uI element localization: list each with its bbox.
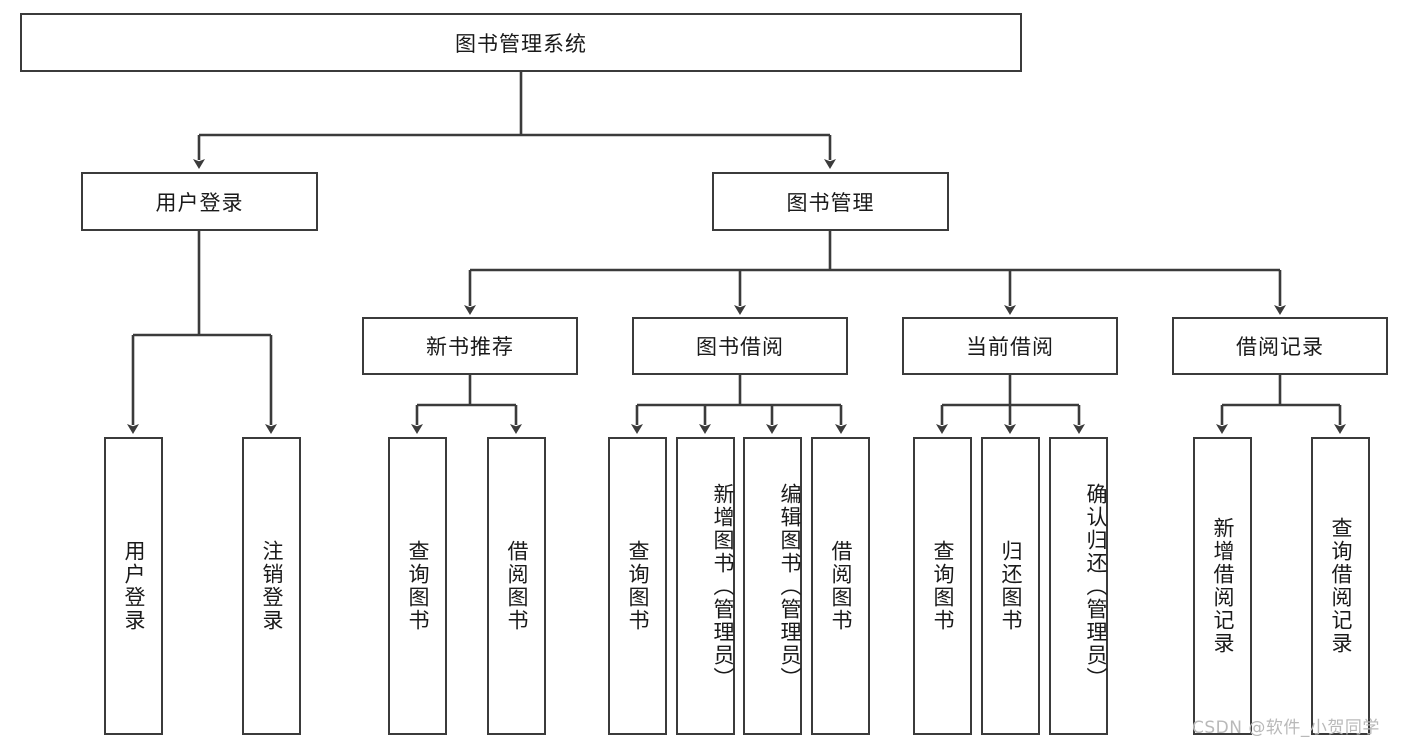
node-new-book-recommend[interactable]: 新书推荐 — [362, 317, 578, 375]
leaf-current-query-book[interactable]: 查询图书 — [913, 437, 972, 735]
leaf-borrow-add-book-admin[interactable]: 新增图书（管理员） — [676, 437, 735, 735]
node-root-system[interactable]: 图书管理系统 — [20, 13, 1022, 72]
leaf-new-book-query[interactable]: 查询图书 — [388, 437, 447, 735]
leaf-record-add-borrow-record[interactable]: 新增借阅记录 — [1193, 437, 1252, 735]
leaf-current-return-book[interactable]: 归还图书 — [981, 437, 1040, 735]
leaf-record-query-borrow-record[interactable]: 查询借阅记录 — [1311, 437, 1370, 735]
leaf-borrow-query-book[interactable]: 查询图书 — [608, 437, 667, 735]
leaf-user-login-signin[interactable]: 用户登录 — [104, 437, 163, 735]
node-book-borrow[interactable]: 图书借阅 — [632, 317, 848, 375]
node-book-management[interactable]: 图书管理 — [712, 172, 949, 231]
leaf-current-confirm-return-admin[interactable]: 确认归还（管理员） — [1049, 437, 1108, 735]
leaf-borrow-borrow-book[interactable]: 借阅图书 — [811, 437, 870, 735]
leaf-borrow-edit-book-admin[interactable]: 编辑图书（管理员） — [743, 437, 802, 735]
node-current-borrow[interactable]: 当前借阅 — [902, 317, 1118, 375]
node-borrow-record[interactable]: 借阅记录 — [1172, 317, 1388, 375]
leaf-user-login-signout[interactable]: 注销登录 — [242, 437, 301, 735]
leaf-new-book-borrow[interactable]: 借阅图书 — [487, 437, 546, 735]
csdn-watermark: CSDN @软件_小贺同学 — [1192, 718, 1380, 738]
node-user-login[interactable]: 用户登录 — [81, 172, 318, 231]
